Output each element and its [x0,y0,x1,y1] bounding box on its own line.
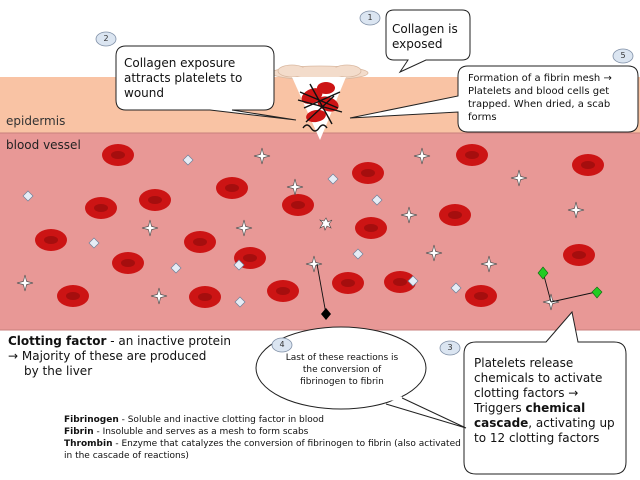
callout-5-text: Formation of a fibrin mesh → Platelets a… [468,73,612,123]
glossary-term: Fibrin [64,427,94,437]
glossary-item-thrombin: Thrombin - Enzyme that catalyzes the con… [64,438,464,462]
badge-1-number: 1 [367,13,373,22]
red-blood-cell [57,285,89,307]
badge-2-number: 2 [103,34,109,43]
platelet [150,287,168,305]
platelet [16,274,34,292]
clotting-factor [450,282,462,294]
step-badges [95,10,634,356]
platelet [305,255,323,273]
blood-vessel-label: blood vessel [6,138,81,152]
activated-cascade [537,266,603,303]
red-blood-cell [102,144,134,166]
red-blood-cell [456,144,488,166]
platelet [567,201,585,219]
callout-1-shape [385,9,471,74]
callout-5-shape [349,65,639,133]
badge-5-number: 5 [620,51,626,60]
badge-4 [271,337,293,353]
platelet [413,147,431,165]
glossary-term: Fibrinogen [64,415,119,425]
callout-3-text-part1: Platelets release chemicals to activate … [474,356,603,415]
glossary-term: Thrombin [64,439,113,449]
red-blood-cell [216,177,248,199]
callout-4-shape [255,326,467,429]
clotting-factor-line3: by the liver [24,364,93,378]
blood-vessel-layer [0,133,640,330]
red-blood-cell [35,229,67,251]
platelet [286,178,304,196]
clotting-factor [234,296,246,308]
callout-3-text: Platelets release chemicals to activate … [474,356,624,446]
platelet [400,206,418,224]
clotting-factor [407,275,419,287]
red-blood-cell [563,244,595,266]
red-blood-cell [332,272,364,294]
glossary-item-fibrin: Fibrin - Insoluble and serves as a mesh … [64,426,464,438]
clotting-factor [182,154,194,166]
callout-3-text-part2: , activating up to 12 clotting factors [474,416,615,445]
glossary-definition: - Enzyme that catalyzes the conversion o… [64,439,461,461]
red-blood-cell [184,231,216,253]
clotting-factor [371,194,383,206]
wound-clot [297,82,343,132]
red-blood-cell [384,271,416,293]
clotting-factor-note: Clotting factor - an inactive protein → … [8,334,258,379]
red-blood-cell [572,154,604,176]
badge-4-number: 4 [279,340,285,349]
platelet [253,147,271,165]
red-blood-cell [352,162,384,184]
red-blood-cell [267,280,299,302]
platelet [480,255,498,273]
callout-3-text-bold: chemical cascade [474,401,586,430]
callout-1-text: Collagen is exposed [392,22,458,51]
clotting-factor-line1: Clotting factor - an inactive protein [8,334,258,349]
clotting-factor-term: Clotting factor [8,334,107,348]
active-factor-2 [591,286,603,299]
platelet [510,169,528,187]
callout-2-text: Collagen exposure attracts platelets to … [124,56,243,100]
red-blood-cell [282,194,314,216]
epidermis-label: epidermis [6,114,66,128]
red-blood-cell [85,197,117,219]
callout-3-shape [463,310,627,475]
clotting-factor [170,262,182,274]
glossary-definition: - Insoluble and serves as a mesh to form… [93,427,309,437]
clotting-factor [22,190,34,202]
red-blood-cell [189,286,221,308]
badge-1 [359,10,381,26]
glossary-item-fibrinogen: Fibrinogen - Soluble and inactive clotti… [64,414,464,426]
glossary-definition: - Soluble and inactive clotting factor i… [118,415,324,425]
platelet [235,219,253,237]
clotting-factor-definition: - an inactive protein [106,334,232,348]
badge-2 [95,31,117,47]
clotting-factor-line2: → Majority of these are produced [8,349,207,363]
clotting-factor [88,237,100,249]
badge-5 [612,48,634,64]
red-blood-cell [439,204,471,226]
active-factor-1 [537,266,549,280]
red-blood-cell [465,285,497,307]
red-blood-cell [355,217,387,239]
clotting-factor [327,173,339,185]
badge-3-number: 3 [447,343,453,352]
glossary: Fibrinogen - Soluble and inactive clotti… [64,414,464,462]
callout-2-shape [115,45,297,121]
callout-4-text: Last of these reactions is the conversio… [285,353,399,387]
clotting-factor [233,259,245,271]
red-blood-cell [139,189,171,211]
badge-3 [439,340,461,356]
clotting-factor [352,248,364,260]
red-blood-cell [112,252,144,274]
fibrin-conversion-path [316,217,333,320]
platelet [425,244,443,262]
platelet [141,219,159,237]
